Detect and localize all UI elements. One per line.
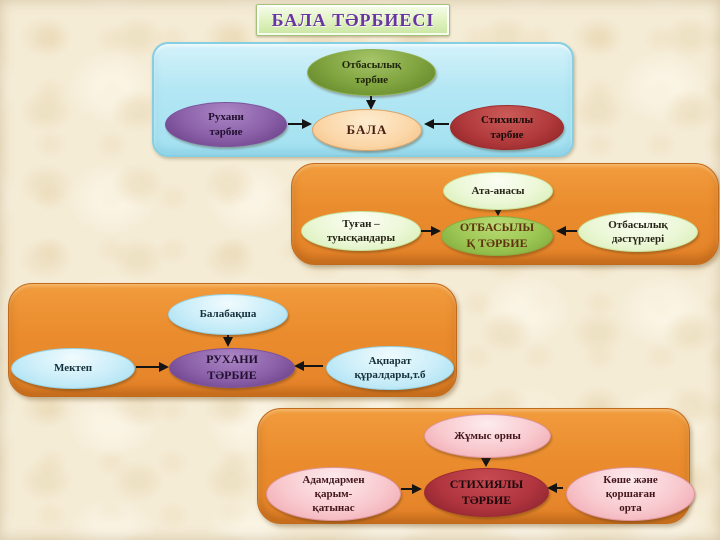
slide-title: БАЛА ТӘРБИЕСІ	[256, 4, 450, 36]
node-zhumys-orny: Жұмыс орны	[424, 414, 551, 458]
node-koshe-zhane-qorshagan-orta: Көше және қоршаған орта	[566, 467, 695, 521]
node-ata-anasy: Ата-анасы	[443, 172, 553, 210]
panel-stikhialy-tarbie: Жұмыс орны Адамдармен қарым- қатынас Көш…	[257, 408, 695, 524]
node-bala-center: БАЛА	[312, 109, 422, 151]
node-mektep: Мектеп	[11, 348, 135, 389]
node-rukhani-center: РУХАНИ ТӘРБИЕ	[169, 348, 295, 388]
panel-rukhani-tarbie: Балабақша Мектеп Ақпарат құралдары,т.б Р…	[8, 283, 457, 397]
panel-otbasylyq-tarbie: Ата-анасы Туған – туысқандары Отбасылық …	[291, 163, 719, 265]
node-adamdarmen-qarym-qatynas: Адамдармен қарым- қатынас	[266, 467, 401, 521]
node-rukhani-tarbie: Рухани тәрбие	[165, 102, 287, 147]
node-otbasylyq-tarbie: Отбасылық тәрбие	[307, 49, 436, 96]
node-stikhialy-center: СТИХИЯЛЫ ТӘРБИЕ	[424, 468, 549, 517]
node-balabaqsha: Балабақша	[168, 294, 288, 335]
node-stikhialy-tarbie: Стихиялы тәрбие	[450, 105, 564, 150]
panel-bala: Отбасылық тәрбие Рухани тәрбие Стихиялы …	[152, 42, 574, 157]
node-aqparat-quraldary: Ақпарат құралдары,т.б	[326, 346, 454, 390]
node-otbasylyq-center: ОТБАСЫЛЫ Қ ТӘРБИЕ	[441, 216, 553, 256]
node-otbasylyq-dasturleri: Отбасылық дәстүрлері	[578, 212, 698, 252]
node-tugan-tuysqandary: Туған – туысқандары	[301, 211, 421, 251]
